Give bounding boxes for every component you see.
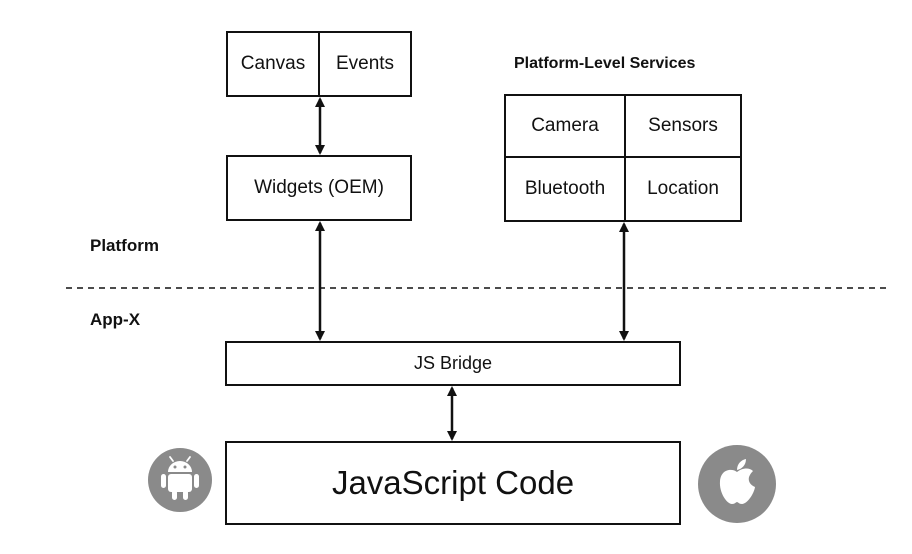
canvas-label: Canvas (240, 53, 306, 74)
platform-layer-label: Platform (90, 236, 159, 255)
events-label: Events (335, 53, 395, 74)
location-node: Location (626, 158, 740, 220)
camera-label: Camera (531, 115, 599, 136)
js-bridge-label: JS Bridge (413, 353, 493, 373)
camera-node: Camera (506, 96, 626, 158)
appx-layer-label: App-X (90, 310, 141, 329)
services-title: Platform-Level Services (514, 55, 696, 72)
javascript-code-label: JavaScript Code (331, 464, 575, 501)
events-node: Events (320, 33, 410, 95)
apple-icon (698, 445, 776, 523)
js-bridge-node: JS Bridge (225, 341, 681, 386)
android-icon (148, 448, 212, 512)
bluetooth-label: Bluetooth (524, 178, 606, 199)
canvas-events-box: Canvas Events (226, 31, 412, 97)
services-grid: Camera Sensors Bluetooth Location (504, 94, 742, 222)
widgets-node: Widgets (OEM) (226, 155, 412, 221)
widgets-label: Widgets (OEM) (254, 177, 384, 198)
bluetooth-node: Bluetooth (506, 158, 626, 220)
sensors-node: Sensors (626, 96, 740, 158)
location-label: Location (647, 178, 719, 199)
canvas-node: Canvas (228, 33, 320, 95)
sensors-label: Sensors (648, 115, 718, 136)
javascript-code-node: JavaScript Code (225, 441, 681, 525)
